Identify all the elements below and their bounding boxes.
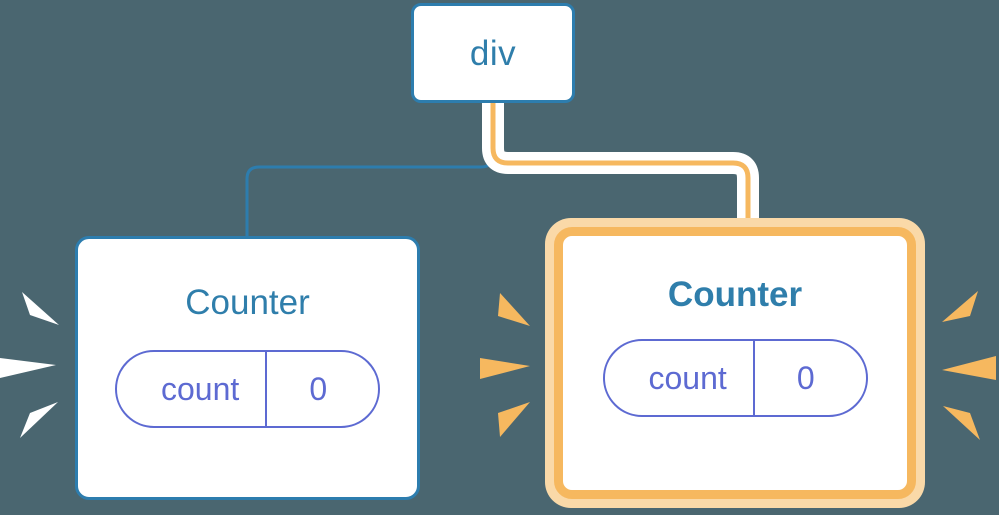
connector-div-to-counter-left bbox=[245, 101, 495, 238]
sparkle-wedge bbox=[498, 293, 530, 326]
node-div-label: div bbox=[469, 33, 517, 73]
sparkles-center: svg[data-name="sparkles-center"] polygon… bbox=[480, 293, 530, 437]
state-pill-counter-left: count 0 bbox=[115, 350, 380, 428]
sparkle-wedge bbox=[480, 358, 530, 379]
sparkle-wedge bbox=[22, 292, 59, 325]
node-counter-right-title: Counter bbox=[667, 275, 803, 314]
state-name-label: count bbox=[648, 360, 727, 396]
sparkle-wedge bbox=[942, 291, 978, 322]
state-value-label: 0 bbox=[752, 341, 857, 415]
connector-div-to-counter-right bbox=[490, 103, 751, 232]
node-div[interactable]: div bbox=[411, 3, 575, 103]
sparkle-wedge bbox=[20, 402, 58, 438]
sparkle-wedge bbox=[943, 406, 980, 440]
sparkle-wedge bbox=[0, 358, 56, 378]
connector-div-to-counter-right-halo bbox=[482, 103, 759, 232]
sparkles-right-edge: svg[data-name="sparkles-right-edge"] pol… bbox=[942, 291, 996, 440]
sparkle-wedge bbox=[942, 356, 996, 380]
node-counter-left-title: Counter bbox=[185, 283, 310, 322]
state-name-label: count bbox=[161, 371, 240, 407]
node-counter-right[interactable]: Counter count 0 bbox=[545, 218, 925, 508]
node-counter-right-surface: Counter count 0 bbox=[554, 227, 916, 499]
state-pill-counter-right: count 0 bbox=[602, 339, 868, 417]
node-counter-left[interactable]: Counter count 0 bbox=[75, 236, 420, 500]
sparkle-wedge bbox=[498, 402, 530, 437]
sparkles-left-edge: svg[data-name="sparkles-left-edge"] poly… bbox=[0, 292, 59, 438]
state-value-label: 0 bbox=[265, 352, 369, 426]
